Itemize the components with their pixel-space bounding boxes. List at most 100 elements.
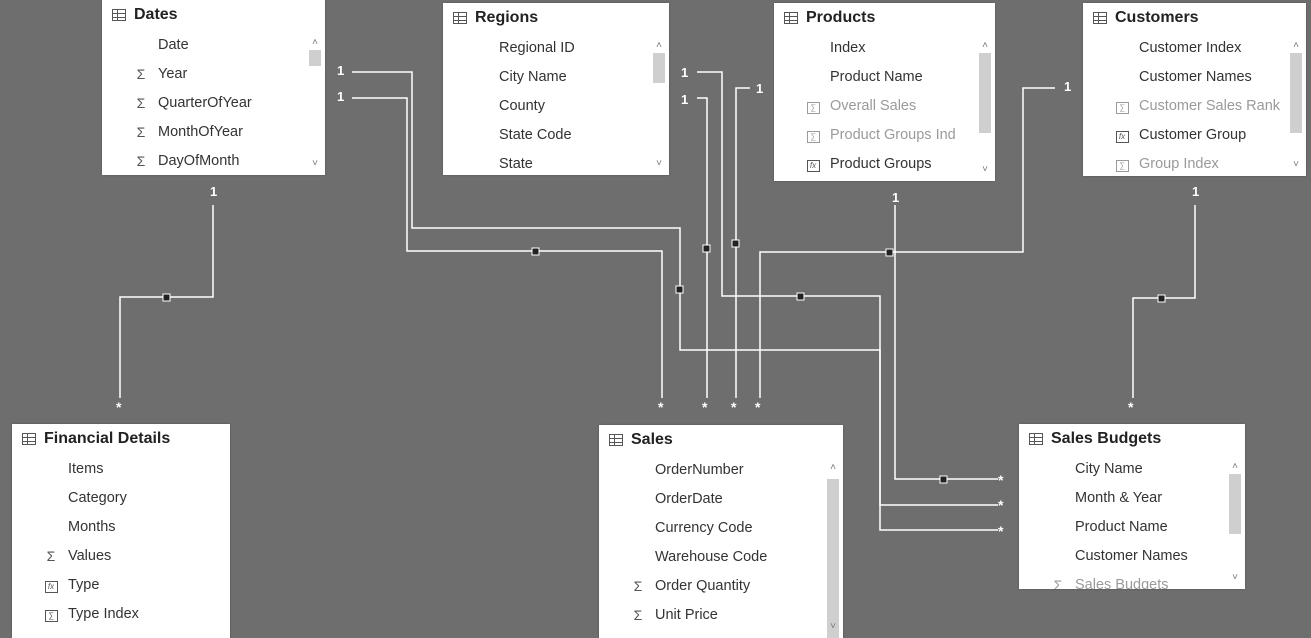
table-header[interactable]: Customers — [1083, 3, 1306, 33]
scrollbar[interactable]: ˄˅ — [307, 36, 323, 171]
rel-line-products-sales — [735, 87, 750, 398]
field-county[interactable]: County — [443, 91, 649, 120]
scroll-thumb[interactable] — [827, 479, 839, 638]
field-ordernumber[interactable]: OrderNumber — [599, 455, 823, 484]
field-name: Months — [68, 518, 116, 535]
scroll-down-icon[interactable]: ˅ — [982, 164, 988, 175]
field-date[interactable]: Date — [102, 30, 305, 59]
scrollbar[interactable]: ˄˅ — [651, 39, 667, 171]
field-product-name[interactable]: Product Name — [774, 62, 975, 91]
scroll-thumb[interactable] — [979, 53, 991, 133]
table-header[interactable]: Regions — [443, 3, 669, 33]
scroll-down-icon[interactable]: ˅ — [656, 158, 662, 169]
field-name: Index — [830, 39, 866, 56]
field-customer-index[interactable]: Customer Index — [1083, 33, 1286, 62]
scrollbar[interactable]: ˄˅ — [825, 461, 841, 638]
field-state-code[interactable]: State Code — [443, 120, 649, 149]
field-product-groups-ind[interactable]: ∑Product Groups Ind — [774, 120, 975, 149]
field-city-name[interactable]: City Name — [443, 62, 649, 91]
scrollbar[interactable]: ˄˅ — [1288, 39, 1304, 172]
scroll-down-icon[interactable]: ˅ — [830, 621, 836, 632]
scroll-up-icon[interactable]: ˄ — [656, 40, 662, 51]
cardinality-one: 1 — [337, 89, 345, 104]
scroll-up-icon[interactable]: ˄ — [312, 37, 318, 48]
scroll-up-icon[interactable]: ˄ — [830, 462, 836, 473]
calculated-column-icon: fx — [804, 155, 822, 172]
field-regional-id[interactable]: Regional ID — [443, 33, 649, 62]
scroll-thumb[interactable] — [653, 53, 665, 83]
field-index[interactable]: Index — [774, 33, 975, 62]
field-currency-code[interactable]: Currency Code — [599, 513, 823, 542]
field-name: Customer Sales Rank — [1139, 97, 1281, 114]
table-header[interactable]: Sales Budgets — [1019, 424, 1245, 454]
scroll-thumb[interactable] — [1290, 53, 1302, 133]
table-header[interactable]: Sales — [599, 425, 843, 455]
field-group-index[interactable]: ∑Group Index — [1083, 149, 1286, 176]
scroll-down-icon[interactable]: ˅ — [1232, 572, 1238, 583]
rel-line-dates-financial — [119, 205, 214, 398]
field-months[interactable]: Months — [12, 512, 210, 541]
field-items[interactable]: Items — [12, 454, 210, 483]
scrollbar[interactable]: ˄˅ — [977, 39, 993, 177]
scroll-down-icon[interactable]: ˅ — [1293, 159, 1299, 170]
field-name: Currency Code — [655, 519, 753, 536]
scroll-up-icon[interactable]: ˄ — [1232, 461, 1238, 472]
field-customer-sales-rank[interactable]: ∑Customer Sales Rank — [1083, 91, 1286, 120]
field-month-year[interactable]: Month & Year — [1019, 483, 1225, 512]
field-warehouse-code[interactable]: Warehouse Code — [599, 542, 823, 571]
scroll-down-icon[interactable]: ˅ — [312, 158, 318, 169]
field-name: Sales Budgets — [1075, 576, 1169, 590]
sum-icon: Σ — [46, 547, 56, 564]
field-product-name[interactable]: Product Name — [1019, 512, 1225, 541]
table-header[interactable]: Financial Details — [12, 424, 230, 454]
scroll-thumb[interactable] — [1229, 474, 1241, 534]
scroll-thumb[interactable] — [309, 50, 321, 66]
scroll-up-icon[interactable]: ˄ — [1293, 40, 1299, 51]
field-name: Year — [158, 65, 188, 82]
table-header[interactable]: Dates — [102, 0, 325, 30]
field-orderdate[interactable]: OrderDate — [599, 484, 823, 513]
table-header[interactable]: Products — [774, 3, 995, 33]
field-overall-sales[interactable]: ∑Overall Sales — [774, 91, 975, 120]
scroll-up-icon[interactable]: ˄ — [982, 40, 988, 51]
field-customer-names[interactable]: Customer Names — [1019, 541, 1225, 570]
field-customer-names[interactable]: Customer Names — [1083, 62, 1286, 91]
field-type-index[interactable]: ∑Type Index — [12, 599, 210, 628]
table-title: Customers — [1115, 9, 1199, 26]
field-state[interactable]: State — [443, 149, 649, 175]
sum-icon: Σ — [633, 577, 643, 594]
field-city-name[interactable]: City Name — [1019, 454, 1225, 483]
calculated-column-icon: fx — [42, 576, 60, 593]
scrollbar[interactable]: ˄˅ — [1227, 460, 1243, 585]
field-category[interactable]: Category — [12, 483, 210, 512]
field-name: OrderDate — [655, 490, 723, 507]
measure-icon: ∑ — [804, 126, 822, 143]
direction-arrow — [1157, 294, 1166, 303]
